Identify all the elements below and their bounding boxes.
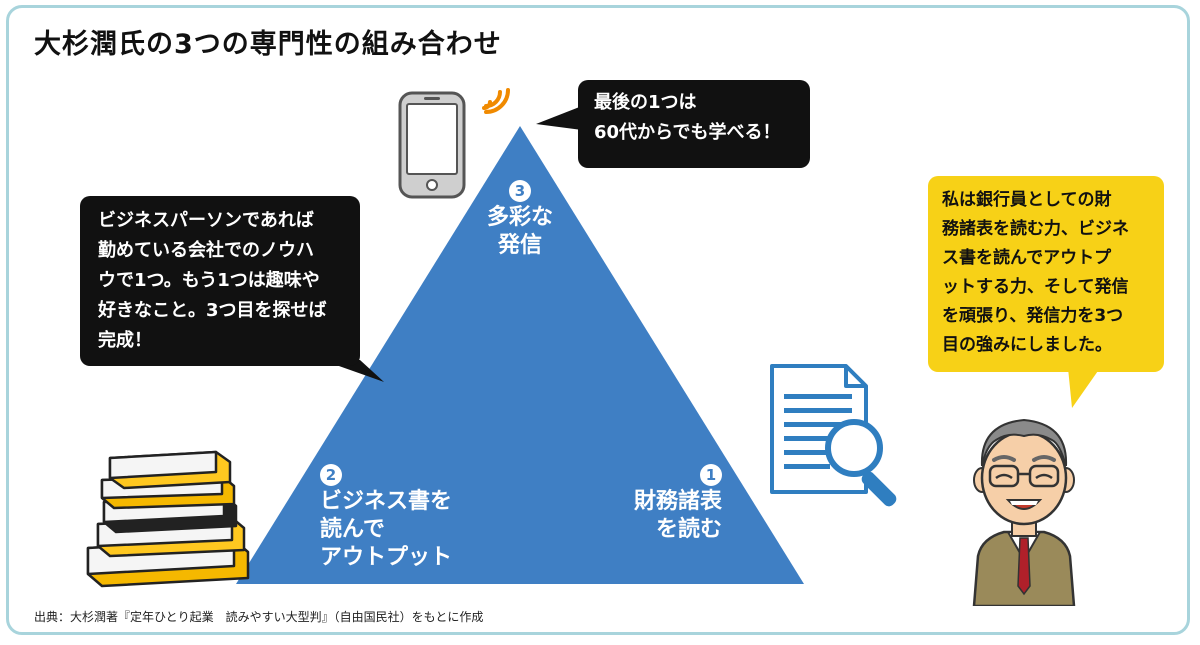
speech-bubble-right: 私は銀行員としての財 務諸表を読む力、ビジネ ス書を読んでアウトプ ットする力、… [928,176,1164,372]
number-badge-1: 1 [700,464,722,486]
pyramid-label-right: 1 財務諸表 を読む [633,464,722,542]
pyramid-label-top: 3 多彩な 発信 [486,180,553,258]
document-magnifier-icon [770,364,897,507]
book-stack-icon [86,450,250,588]
businessman-avatar [972,418,1076,606]
bubble-right-tail [1068,368,1100,408]
number-badge-2: 2 [320,464,342,486]
pyramid-label-left: 2 ビジネス書を 読んで アウトプット [320,464,453,570]
speech-bubble-top: 最後の1つは 60代からでも学べる！ [578,80,810,168]
page-title: 大杉潤氏の3つの専門性の組み合わせ [34,29,502,60]
number-badge-3: 3 [509,180,531,202]
pyramid-triangle [236,126,804,584]
speech-bubble-left: ビジネスパーソンであれば 勤めている会社でのノウハ ウで1つ。もう1つは趣味や … [80,196,360,366]
source-citation: 出典：大杉潤著『定年ひとり起業 読みやすい大型判』（自由国民社）をもとに作成 [34,610,484,624]
bubble-top-tail [536,106,582,130]
signal-waves-icon [482,88,510,114]
smartphone-icon [398,91,466,199]
